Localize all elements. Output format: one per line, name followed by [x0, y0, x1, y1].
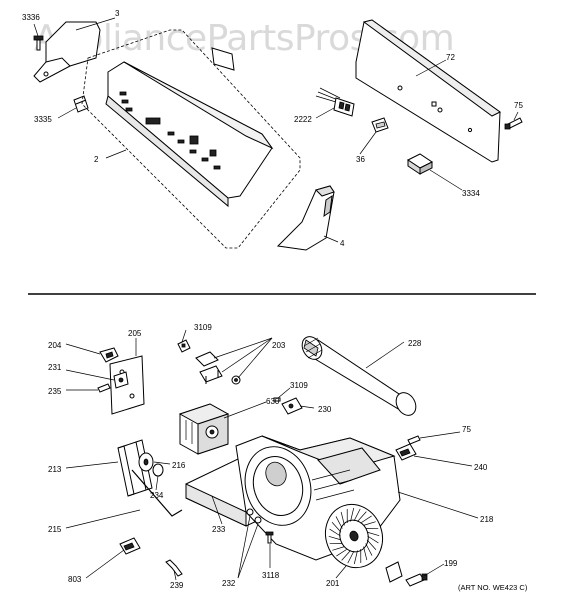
blower-blade — [329, 528, 341, 537]
part-3118-screw — [265, 531, 274, 544]
part-630-motor — [178, 403, 230, 455]
part-36-connector — [371, 117, 389, 133]
part-3334-block — [407, 153, 433, 175]
callout-3336: 3336 — [22, 13, 40, 22]
callout-230: 230 — [318, 405, 332, 414]
callout-36: 36 — [356, 155, 365, 164]
blower-blade — [336, 548, 348, 557]
art-number: (ART NO. WE423 C) — [458, 583, 528, 592]
callout-232: 232 — [222, 579, 236, 588]
part-203-thermostats — [195, 351, 241, 385]
part-216-pulley — [138, 452, 154, 472]
callout-803: 803 — [68, 575, 82, 584]
blower-blade — [347, 550, 355, 564]
callout-215: 215 — [48, 525, 62, 534]
part-239-screw — [165, 559, 183, 577]
blower-blade — [363, 546, 368, 561]
blower-blade — [331, 522, 342, 533]
blower-blade — [366, 531, 380, 537]
callout-228: 228 — [408, 339, 422, 348]
callout-72: 72 — [446, 53, 455, 62]
callout-630: 630 — [266, 397, 280, 406]
part-215-idler-arm — [131, 469, 183, 517]
part-3-bracket — [33, 21, 101, 83]
blower-blade — [335, 516, 343, 529]
callout-231: 231 — [48, 363, 62, 372]
callout-239: 239 — [170, 581, 184, 590]
callout-234: 234 — [150, 491, 164, 500]
callout-3109-lower: 3109 — [290, 381, 308, 390]
part-230-thermostat — [281, 397, 303, 415]
callout-75-upper: 75 — [514, 101, 523, 110]
part-234-idler — [152, 463, 164, 477]
part-75-screw-lower — [407, 435, 421, 445]
part-3109-screw-lower — [273, 397, 281, 402]
blower-blade — [340, 511, 345, 526]
callout-3118: 3118 — [262, 571, 280, 580]
part-3335-clip — [73, 95, 89, 113]
callout-199: 199 — [444, 559, 458, 568]
blower-blade — [353, 508, 361, 522]
blower-blade — [360, 515, 372, 524]
callout-213: 213 — [48, 465, 62, 474]
callout-3334: 3334 — [462, 189, 480, 198]
part-231-switch — [113, 371, 129, 389]
part-3336-screw — [33, 35, 44, 51]
callout-205: 205 — [128, 329, 142, 338]
blower-blade — [332, 546, 345, 551]
blower-blade — [363, 521, 376, 526]
blower-blade — [366, 539, 377, 550]
blower-blade — [367, 535, 379, 544]
part-204-clip — [99, 347, 119, 363]
part-72-back-panel — [355, 19, 501, 163]
upper-leader-lines — [33, 17, 519, 243]
callout-3335: 3335 — [34, 115, 52, 124]
blower-blade — [328, 535, 342, 541]
callout-3: 3 — [115, 9, 120, 18]
part-803-connector — [119, 537, 141, 555]
callout-235: 235 — [48, 387, 62, 396]
lower-leader-lines — [65, 329, 479, 581]
part-240-connector — [395, 443, 417, 461]
callout-240: 240 — [474, 463, 488, 472]
part-2-control-panel — [81, 29, 301, 249]
callout-2: 2 — [94, 155, 99, 164]
callout-2222: 2222 — [294, 115, 312, 124]
blower-blade — [341, 550, 351, 561]
part-205-plate — [109, 355, 145, 415]
callout-201: 201 — [326, 579, 340, 588]
part-232-screws — [246, 508, 262, 524]
callout-218: 218 — [480, 515, 494, 524]
blower-blade — [357, 511, 367, 522]
part-228-duct — [301, 336, 417, 416]
blower-blade — [353, 550, 358, 565]
callout-203: 203 — [272, 341, 286, 350]
part-3109-screw-upper — [177, 339, 191, 353]
callout-216: 216 — [172, 461, 186, 470]
part-tab-top — [211, 47, 235, 71]
callout-233: 233 — [212, 525, 226, 534]
callout-75-lower: 75 — [462, 425, 471, 434]
part-199-fastener — [385, 561, 428, 587]
part-235-screw — [97, 383, 111, 393]
blower-blade — [365, 543, 373, 556]
part-75-screw-upper — [504, 117, 523, 130]
callout-3109-upper: 3109 — [194, 323, 212, 332]
callout-4: 4 — [340, 239, 345, 248]
callout-204: 204 — [48, 341, 62, 350]
blower-blade — [350, 507, 355, 522]
part-2222-harness — [315, 87, 355, 117]
part-201-blower-wheel — [325, 503, 383, 569]
part-4-end-cap — [276, 185, 335, 251]
